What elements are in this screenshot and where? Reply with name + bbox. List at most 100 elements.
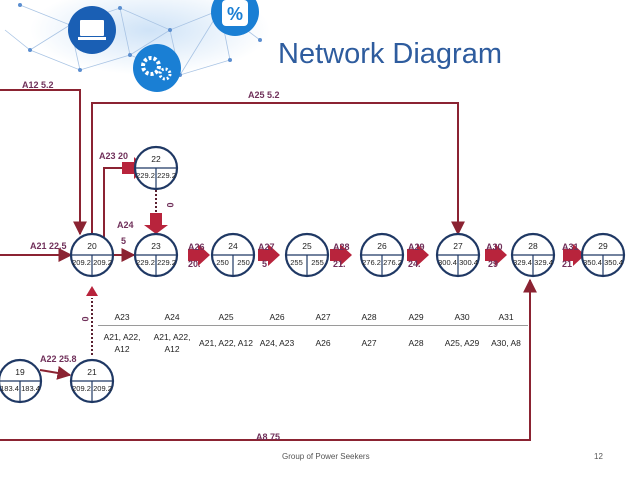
node-number: 25	[302, 241, 312, 251]
label-a30-duration: 29	[488, 259, 499, 269]
block-arrow-a31	[563, 244, 585, 266]
node-left-value: 329.4	[513, 258, 532, 267]
node-right-value: 229.2	[157, 171, 176, 180]
arrow-a23	[103, 167, 124, 240]
block-arrow-a26	[188, 244, 210, 266]
arrow-a22	[39, 366, 72, 380]
table-cell: A21, A22, A12	[103, 332, 141, 354]
node-left-value: 229.2	[136, 171, 155, 180]
table-header-cell: A25	[198, 309, 254, 326]
label-a24-duration: 5	[121, 236, 127, 246]
block-arrow-a29	[407, 244, 429, 266]
label-a26: A26	[188, 242, 205, 252]
table-header-cell: A28	[346, 309, 392, 326]
node-right-value: 209.2	[93, 258, 112, 267]
label-a27: A27	[258, 242, 275, 252]
table-header-cell: A24	[146, 309, 198, 326]
node-number: 28	[528, 241, 538, 251]
arrow-layer	[0, 89, 537, 441]
table-header-cell: A29	[392, 309, 440, 326]
arrow-a25	[91, 102, 465, 236]
node-left-value: 209.2	[72, 384, 91, 393]
node-right-value: 183.4	[21, 384, 40, 393]
node-right-value: 209.2	[93, 384, 112, 393]
label-a29: A29	[408, 242, 425, 252]
node-left-value: 209.2	[72, 258, 91, 267]
label-a21: A21 22.5	[30, 241, 67, 251]
predecessor-table-row: A21, A22, A12 A21, A22, A12 A21, A22, A12 A…	[98, 326, 528, 361]
label-a28: A28	[333, 242, 350, 252]
node-number: 27	[453, 241, 463, 251]
page-number: 12	[594, 452, 603, 461]
label-a31: A31	[562, 242, 579, 252]
svg-text:%: %	[227, 4, 243, 24]
table-cell: A21, A22, A12	[153, 332, 191, 354]
block-arrow-dummy-21-20	[86, 286, 98, 296]
node-number: 21	[87, 367, 97, 377]
label-a12: A12 5.2	[22, 80, 54, 90]
table-cell: A27	[361, 338, 377, 348]
node-right-value: 229.2	[157, 258, 176, 267]
table-header-cell: A27	[300, 309, 346, 326]
node-right-value: 350.4	[604, 258, 623, 267]
label-a26-duration: 20.	[188, 259, 201, 269]
computer-icon	[80, 20, 104, 36]
node-number: 19	[15, 367, 25, 377]
node-number: 29	[598, 241, 608, 251]
node-number: 22	[151, 154, 161, 164]
table-cell: A25, A29	[444, 338, 480, 348]
percent-icon	[222, 0, 248, 26]
node-left-value: 183.4	[0, 384, 19, 393]
label-a30: A30	[486, 242, 503, 252]
node-right-value: 276.2	[383, 258, 402, 267]
arrow-a12	[0, 89, 87, 236]
node-number: 24	[228, 241, 238, 251]
node-number: 20	[87, 241, 97, 251]
table-cell: A24, A23	[259, 338, 295, 348]
gears-icon	[141, 56, 161, 76]
table-cell: A21, A22, A12	[199, 338, 253, 348]
node-number: 26	[377, 241, 387, 251]
label-a8: A8 75	[256, 432, 281, 442]
label-a28-duration: 21.	[333, 259, 346, 269]
label-a24: A24	[117, 220, 134, 230]
block-arrow-a28	[330, 244, 352, 266]
label-dummy-21-20: 0	[80, 316, 91, 322]
table-header-cell: A31	[484, 309, 528, 326]
label-dummy-22-23: 0	[165, 202, 176, 208]
label-a29-duration: 24.	[408, 259, 421, 269]
block-arrow-a27	[258, 244, 280, 266]
node-left-value: 229.2	[136, 258, 155, 267]
label-a27-duration: 5	[262, 259, 268, 269]
header-decoration: %	[4, 0, 270, 92]
node-right-value: 329.4	[534, 258, 553, 267]
label-a23: A23 20	[99, 151, 129, 161]
table-cell: A28	[408, 338, 424, 348]
label-a22: A22 25.8	[40, 354, 77, 364]
node-left-value: 300.4	[438, 258, 457, 267]
node-right-value: 255	[311, 258, 324, 267]
table-header-cell: A23	[98, 309, 146, 326]
arrow-a8	[0, 278, 537, 441]
block-arrow-dummy-22-23	[144, 213, 168, 234]
node-number: 23	[151, 241, 161, 251]
table-cell: A30, A8	[491, 338, 521, 348]
node-right-value: 300.4	[459, 258, 478, 267]
node-right-value: 250	[237, 258, 250, 267]
label-a25: A25 5.2	[248, 90, 280, 100]
block-arrow-a30	[485, 244, 507, 266]
